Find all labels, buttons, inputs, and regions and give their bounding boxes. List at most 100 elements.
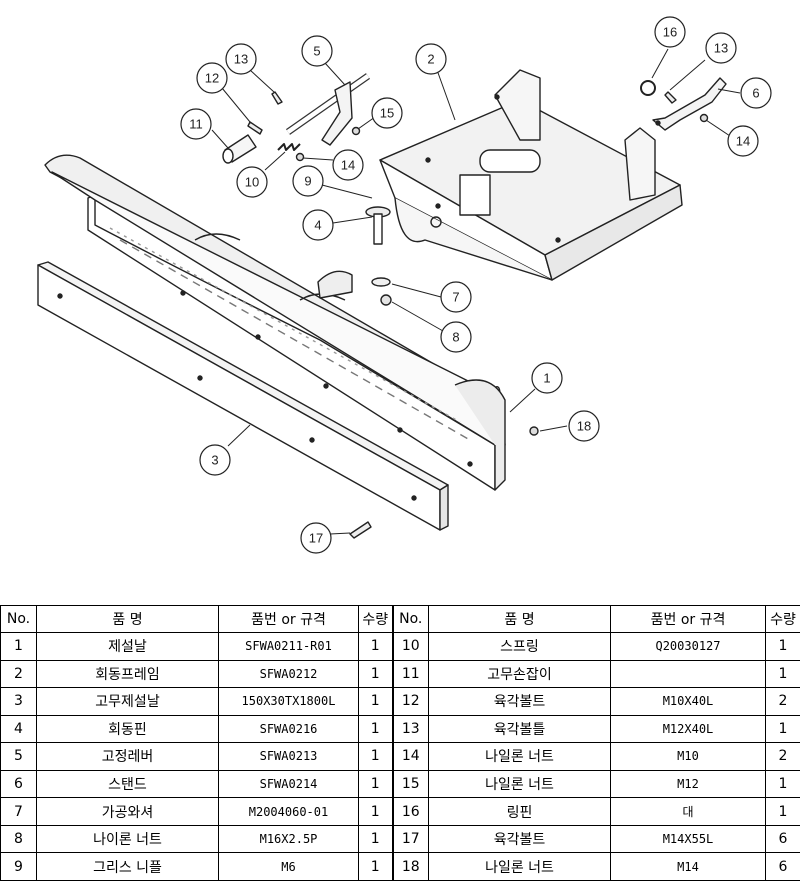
nut-18-part <box>529 426 539 436</box>
callout-label: 3 <box>211 453 218 468</box>
callout-label: 10 <box>245 175 259 190</box>
cell-name: 육각볼트 <box>428 687 611 716</box>
callout-label: 14 <box>736 134 750 149</box>
cell-qty: 1 <box>358 769 393 799</box>
callout-label: 17 <box>309 531 323 546</box>
callout-bubble <box>440 281 472 313</box>
parts-list-table: No. 품 명 품번 or 규격 수량 No. 품 명 품번 or 규격 수량 … <box>0 605 800 881</box>
cell-name: 나일론 너트 <box>428 769 611 799</box>
cell-qty: 1 <box>358 687 393 716</box>
cell-qty: 1 <box>765 632 800 661</box>
cell-qty: 6 <box>765 852 800 881</box>
callout-bubble <box>531 362 563 394</box>
callout-label: 1 <box>543 371 550 386</box>
cell-spec <box>610 659 766 689</box>
header-name: 품 명 <box>428 605 611 633</box>
callout-bubble <box>440 321 472 353</box>
callout-bubble <box>727 125 759 157</box>
rubber-grip-part <box>222 134 257 164</box>
cell-qty: 1 <box>765 659 800 689</box>
cell-no: 4 <box>0 714 37 744</box>
cell-no: 7 <box>0 797 37 826</box>
callout-label: 4 <box>314 218 321 233</box>
callout-bubble <box>332 149 364 181</box>
callout-bubble <box>236 166 268 198</box>
cell-qty: 1 <box>358 797 393 826</box>
callout-bubble <box>302 209 334 241</box>
cell-qty: 2 <box>765 687 800 716</box>
table-row: 9 그리스 니플 M6 1 18 나일론 너트 M14 6 <box>0 852 800 881</box>
cell-spec: M14 <box>610 852 766 881</box>
nut-14-part <box>295 152 305 162</box>
snow-blade-part <box>44 154 506 491</box>
callout-label: 7 <box>452 290 459 305</box>
header-no: No. <box>391 605 429 633</box>
bolt-12-part <box>247 121 263 135</box>
cell-name: 스탠드 <box>36 769 219 799</box>
cell-qty: 6 <box>765 824 800 854</box>
callout-bubble <box>180 108 212 140</box>
callout-label: 18 <box>577 419 591 434</box>
cell-name: 스프링 <box>428 632 611 661</box>
header-spec: 품번 or 규격 <box>218 605 359 633</box>
pivot-frame-part <box>379 69 683 281</box>
spring-part <box>277 143 301 151</box>
cell-name: 링핀 <box>428 797 611 826</box>
table-row: 7 가공와셔 M2004060-01 1 16 링핀 대 1 <box>0 797 800 826</box>
table-row: 4 회동핀 SFWA0216 1 13 육각볼틀 M12X40L 1 <box>0 714 800 744</box>
cell-name: 회동프레임 <box>36 659 219 689</box>
cell-qty: 2 <box>765 742 800 771</box>
cell-qty: 1 <box>358 852 393 881</box>
cell-no: 12 <box>391 687 429 716</box>
callout-bubble <box>740 77 772 109</box>
table-row: 6 스탠드 SFWA0214 1 15 나일론 너트 M12 1 <box>0 769 800 799</box>
cell-no: 2 <box>0 659 37 689</box>
cell-name: 육각볼틀 <box>428 714 611 744</box>
cell-no: 16 <box>391 797 429 826</box>
nylon-nut-8-part <box>380 294 392 306</box>
cell-spec: M12 <box>610 769 766 799</box>
cell-no: 13 <box>391 714 429 744</box>
cell-name: 육각볼트 <box>428 824 611 854</box>
cell-name: 고정레버 <box>36 742 219 771</box>
cell-no: 10 <box>391 632 429 661</box>
cell-no: 3 <box>0 687 37 716</box>
stand-part <box>652 77 727 131</box>
cell-spec: M10 <box>610 742 766 771</box>
cell-qty: 1 <box>358 714 393 744</box>
bolt-13b-part <box>664 91 677 104</box>
cell-name: 가공와셔 <box>36 797 219 826</box>
cell-name: 고무제설날 <box>36 687 219 716</box>
cell-no: 15 <box>391 769 429 799</box>
cell-qty: 1 <box>358 632 393 661</box>
callout-bubble <box>292 165 324 197</box>
fixing-lever-part <box>285 73 371 146</box>
cell-no: 5 <box>0 742 37 771</box>
cell-spec: M16X2.5P <box>218 824 359 854</box>
callout-bubble <box>654 16 686 48</box>
cell-spec: SFWA0216 <box>218 714 359 744</box>
callout-label: 5 <box>313 44 320 59</box>
cell-no: 1 <box>0 632 37 661</box>
cell-spec: SFWA0212 <box>218 659 359 689</box>
callout-bubble <box>301 35 333 67</box>
ring-pin-part <box>640 80 656 96</box>
nut-14b-part <box>699 113 709 123</box>
bolt-17-part <box>349 521 372 539</box>
callout-bubble <box>371 97 403 129</box>
cell-name: 고무손잡이 <box>428 659 611 689</box>
callout-bubble <box>225 43 257 75</box>
header-spec: 품번 or 규격 <box>610 605 766 633</box>
cell-qty: 1 <box>358 659 393 689</box>
nut-15-part <box>351 126 361 136</box>
cell-no: 17 <box>391 824 429 854</box>
callout-label: 12 <box>205 71 219 86</box>
cell-qty: 1 <box>765 714 800 744</box>
callout-label: 13 <box>714 41 728 56</box>
cell-qty: 1 <box>765 769 800 799</box>
cell-no: 9 <box>0 852 37 881</box>
header-name: 품 명 <box>36 605 219 633</box>
table-header-row: No. 품 명 품번 or 규격 수량 No. 품 명 품번 or 규격 수량 <box>0 605 800 633</box>
cell-no: 8 <box>0 824 37 854</box>
cell-name: 나이론 너트 <box>36 824 219 854</box>
